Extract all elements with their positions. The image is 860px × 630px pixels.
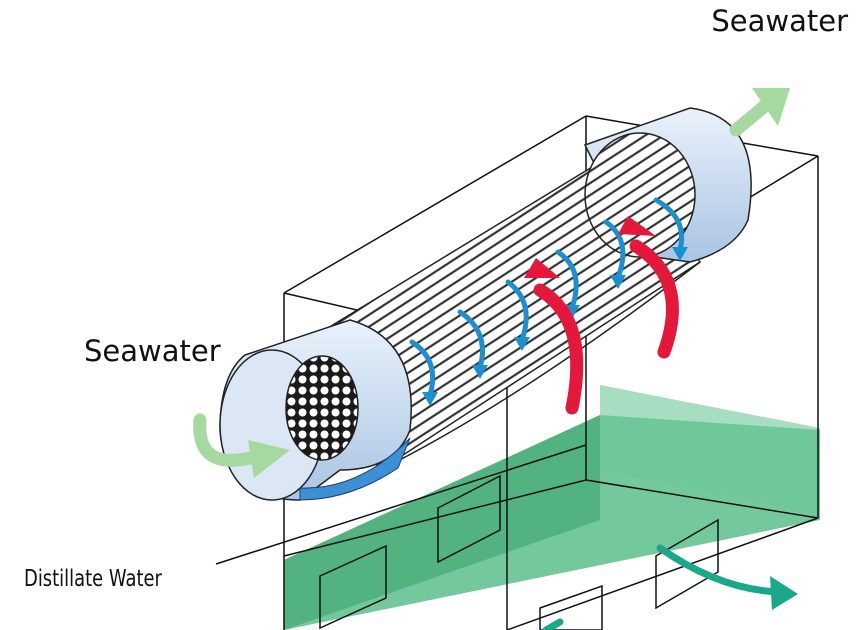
seawater-outlet-arrow — [729, 88, 790, 137]
distillate-pool — [284, 385, 820, 630]
condensate-arrow — [555, 249, 579, 311]
condensate-arrows — [409, 197, 685, 398]
seawater-outlet-label: Seawater — [711, 4, 848, 38]
outlet-waterbox — [583, 107, 752, 263]
vapor-arrow — [533, 283, 584, 415]
condensate-arrow — [603, 219, 626, 281]
condensate-arrow — [409, 339, 436, 398]
vapor-arrows — [524, 216, 679, 415]
condensate-arrow — [457, 309, 485, 371]
condensate-arrow — [653, 197, 685, 253]
distillate-arrows — [542, 544, 798, 630]
seawater-inlet-arrow — [193, 413, 290, 478]
distillate-water-label: Distillate Water — [24, 566, 162, 592]
seawater-inlet-label: Seawater — [84, 334, 221, 368]
baffles — [319, 474, 719, 630]
vapor-arrow — [629, 239, 679, 359]
chamber-box — [215, 115, 819, 630]
inlet-waterbox — [219, 319, 412, 501]
condensate-arrow — [505, 279, 529, 343]
